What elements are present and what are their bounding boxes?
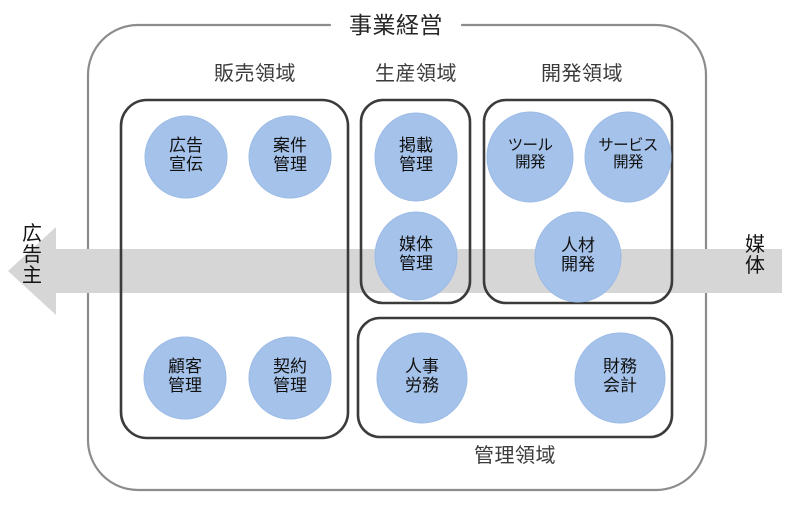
node-label-tool-development: ツール 開発 xyxy=(487,137,573,172)
flow-label-advertiser-char-2: 告 xyxy=(22,244,42,266)
flow-label-advertiser-char-1: 広 xyxy=(22,223,42,245)
node-circle-finance-accounting[interactable] xyxy=(574,332,666,424)
node-label-line2: 管理 xyxy=(168,376,202,396)
node-circle-service-development[interactable] xyxy=(584,111,672,203)
node-circle-case-management[interactable] xyxy=(248,115,332,199)
node-label-line2: 開発 xyxy=(515,154,545,172)
group-caption-development: 開発領域 xyxy=(541,63,623,85)
node-label-line1: 契約 xyxy=(273,357,307,376)
node-circle-talent-development[interactable] xyxy=(534,211,622,303)
node-label-line2: 宣伝 xyxy=(169,155,203,175)
node-label-line1: 財務 xyxy=(603,357,637,376)
node-label-line1: 顧客 xyxy=(168,357,202,376)
node-label-case-management: 案件 管理 xyxy=(250,136,330,174)
node-label-line1: 人材 xyxy=(561,236,595,255)
flow-label-media-char-1: 媒 xyxy=(745,234,765,256)
group-caption-administration: 管理領域 xyxy=(474,445,556,467)
group-caption-production: 生産領域 xyxy=(375,63,457,85)
flow-label-advertiser-char-3: 主 xyxy=(22,265,42,287)
node-label-line2: 開発 xyxy=(613,154,643,172)
node-label-line2: 管理 xyxy=(273,155,307,175)
node-label-line2: 労務 xyxy=(405,376,439,396)
outer-container-business-management xyxy=(86,23,708,492)
node-label-finance-accounting: 財務 会計 xyxy=(580,357,660,395)
node-label-talent-development: 人材 開発 xyxy=(538,236,618,274)
node-label-line1: サービス xyxy=(598,137,658,154)
node-label-line1: 媒体 xyxy=(399,235,433,254)
node-label-listing-management: 掲載 管理 xyxy=(376,136,456,174)
group-caption-sales: 販売領域 xyxy=(214,63,296,85)
node-label-line2: 管理 xyxy=(399,254,433,274)
node-label-ad-promotion: 広告 宣伝 xyxy=(146,136,226,174)
node-label-line1: 人事 xyxy=(405,357,439,376)
group-box-sales xyxy=(119,98,350,440)
node-label-line2: 管理 xyxy=(273,376,307,396)
node-circle-contract-management[interactable] xyxy=(248,336,332,420)
node-label-line1: ツール xyxy=(507,137,553,154)
node-label-service-development: サービス 開発 xyxy=(583,137,673,172)
flow-label-media-char-2: 体 xyxy=(745,255,765,277)
node-circle-listing-management[interactable] xyxy=(374,112,458,202)
flow-label-advertiser: 広 告 主 xyxy=(19,224,45,287)
group-box-development xyxy=(482,98,674,305)
node-label-line2: 開発 xyxy=(561,255,595,275)
node-circle-customer-management[interactable] xyxy=(143,336,227,420)
diagram-title: 事業経営 xyxy=(349,12,443,38)
node-label-line2: 会計 xyxy=(603,376,637,396)
node-label-customer-management: 顧客 管理 xyxy=(145,357,225,395)
node-label-media-management: 媒体 管理 xyxy=(376,235,456,273)
node-label-hr-labor: 人事 労務 xyxy=(382,357,462,395)
node-label-line1: 案件 xyxy=(273,136,307,155)
flow-label-media: 媒 体 xyxy=(742,235,768,277)
node-label-line1: 広告 xyxy=(169,136,203,155)
node-label-line2: 管理 xyxy=(399,155,433,175)
node-label-line1: 掲載 xyxy=(399,136,433,155)
node-circle-media-management[interactable] xyxy=(374,211,458,301)
group-box-production xyxy=(359,98,472,305)
node-circle-hr-labor[interactable] xyxy=(376,332,468,424)
node-circle-tool-development[interactable] xyxy=(486,111,574,203)
node-circle-ad-promotion[interactable] xyxy=(144,115,228,199)
node-label-contract-management: 契約 管理 xyxy=(250,357,330,395)
